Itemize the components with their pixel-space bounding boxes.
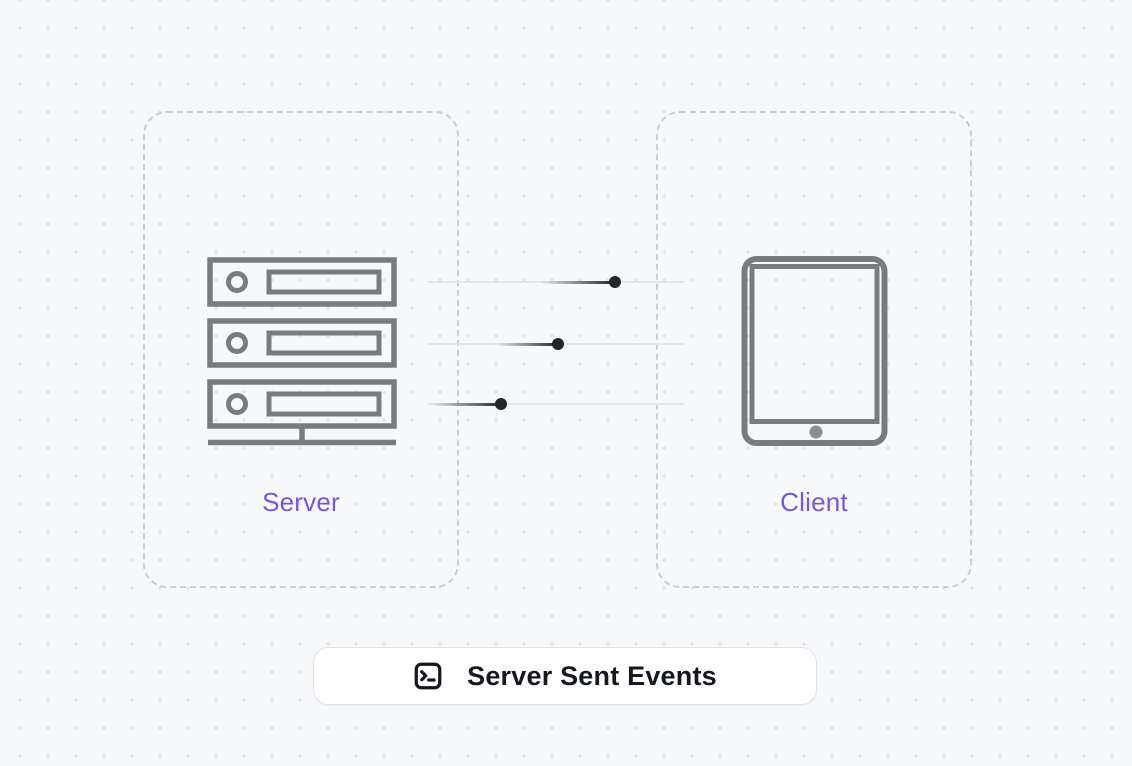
sse-event-trail [540,280,615,284]
sse-event-line [428,403,684,405]
client-container: Client [656,111,972,588]
sse-event-dot [495,398,507,410]
sse-event-dot [552,338,564,350]
caption-label: Server Sent Events [467,660,717,691]
sse-event-trail [497,342,558,346]
server-rack-icon [207,257,397,446]
square-terminal-icon [414,662,442,690]
sse-event-dot [609,276,621,288]
server-container: Server [143,111,459,588]
caption-pill[interactable]: Server Sent Events [313,647,817,705]
sse-event-trail [431,402,501,406]
client-label: Client [780,487,848,517]
tablet-icon [741,256,888,446]
server-label: Server [262,487,340,517]
